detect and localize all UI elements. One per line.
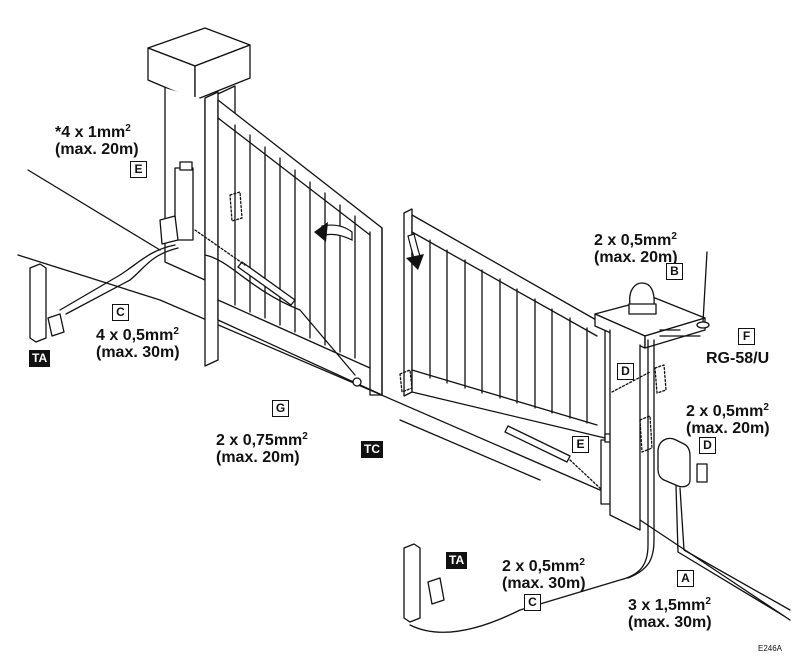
cable-spec: 2 x 0,75mm <box>216 432 303 449</box>
right-photocells-dashed <box>399 364 667 453</box>
cable-spec-sup: 2 <box>579 557 585 568</box>
badge-ta-right: TA <box>446 552 468 569</box>
left-key-switch <box>29 263 65 343</box>
tag-d-top: D <box>617 363 634 380</box>
figure-code: E246A <box>758 644 783 653</box>
cable-spec: 2 x 0,5mm <box>502 558 580 575</box>
cable-length: (max. 30m) <box>628 614 712 631</box>
cable-length: (max. 20m) <box>55 141 139 158</box>
opening-arrow-left-head <box>314 222 328 242</box>
tag-c-right: C <box>524 594 541 611</box>
cable-spec: *4 x 1mm <box>55 124 126 141</box>
cable-spec-sup: 2 <box>302 431 308 442</box>
cable-label-d: 2 x 0,5mm2 (max. 20m) <box>686 399 770 437</box>
direction-arrows <box>314 222 424 270</box>
cable-label-b: 2 x 0,5mm2 (max. 20m) <box>594 228 678 266</box>
cable-spec-sup: 2 <box>173 326 179 337</box>
cable-label-4x1mm: *4 x 1mm2 (max. 20m) <box>55 120 139 158</box>
right-gate-leaf <box>403 208 606 439</box>
control-unit <box>657 437 708 488</box>
warning-light <box>628 282 657 315</box>
cable-label-c-left: 4 x 0,5mm2 (max. 30m) <box>96 323 180 361</box>
cable-spec: 4 x 0,5mm <box>96 327 174 344</box>
tag-f: F <box>738 328 755 345</box>
right-key-switch <box>403 543 445 623</box>
cable-spec-sup: 2 <box>763 402 769 413</box>
cable-length: (max. 30m) <box>502 575 586 592</box>
left-wiring <box>59 244 356 376</box>
antenna-cable-label: RG-58/U <box>706 350 770 367</box>
tag-a: A <box>677 570 694 587</box>
tag-g: G <box>272 400 289 417</box>
right-wiring <box>409 329 791 633</box>
left-photocell-dashed <box>229 191 243 222</box>
right-pillar <box>594 297 706 531</box>
cable-length: (max. 20m) <box>216 449 300 466</box>
cable-label-c-right: 2 x 0,5mm2 (max. 30m) <box>502 554 586 592</box>
antenna <box>696 251 710 329</box>
badge-ta-left: TA <box>29 350 51 367</box>
cable-length: (max. 20m) <box>686 420 770 437</box>
cable-length: (max. 20m) <box>594 249 678 266</box>
tag-e-right: E <box>572 436 589 453</box>
cable-spec: 3 x 1,5mm <box>628 597 706 614</box>
left-gate-leaf <box>204 91 383 396</box>
cable-spec: 2 x 0,5mm <box>594 232 672 249</box>
cable-spec-sup: 2 <box>705 596 711 607</box>
tag-b: B <box>666 263 683 280</box>
cable-spec-sup: 2 <box>671 231 677 242</box>
tag-c-left: C <box>112 304 129 321</box>
opening-arrow-left <box>321 224 353 241</box>
tag-d-right: D <box>699 437 716 454</box>
cable-spec: 2 x 0,5mm <box>686 403 764 420</box>
cable-spec-sup: 2 <box>125 123 131 134</box>
cable-length: (max. 30m) <box>96 344 180 361</box>
cable-label-a: 3 x 1,5mm2 (max. 30m) <box>628 593 712 631</box>
cable-label-g: 2 x 0,75mm2 (max. 20m) <box>216 428 308 466</box>
ground-lines <box>17 169 791 621</box>
left-motor-arm <box>159 161 362 387</box>
tag-e-left: E <box>130 161 147 178</box>
badge-tc: TC <box>361 441 383 458</box>
opening-arrow-right-head <box>406 254 424 270</box>
